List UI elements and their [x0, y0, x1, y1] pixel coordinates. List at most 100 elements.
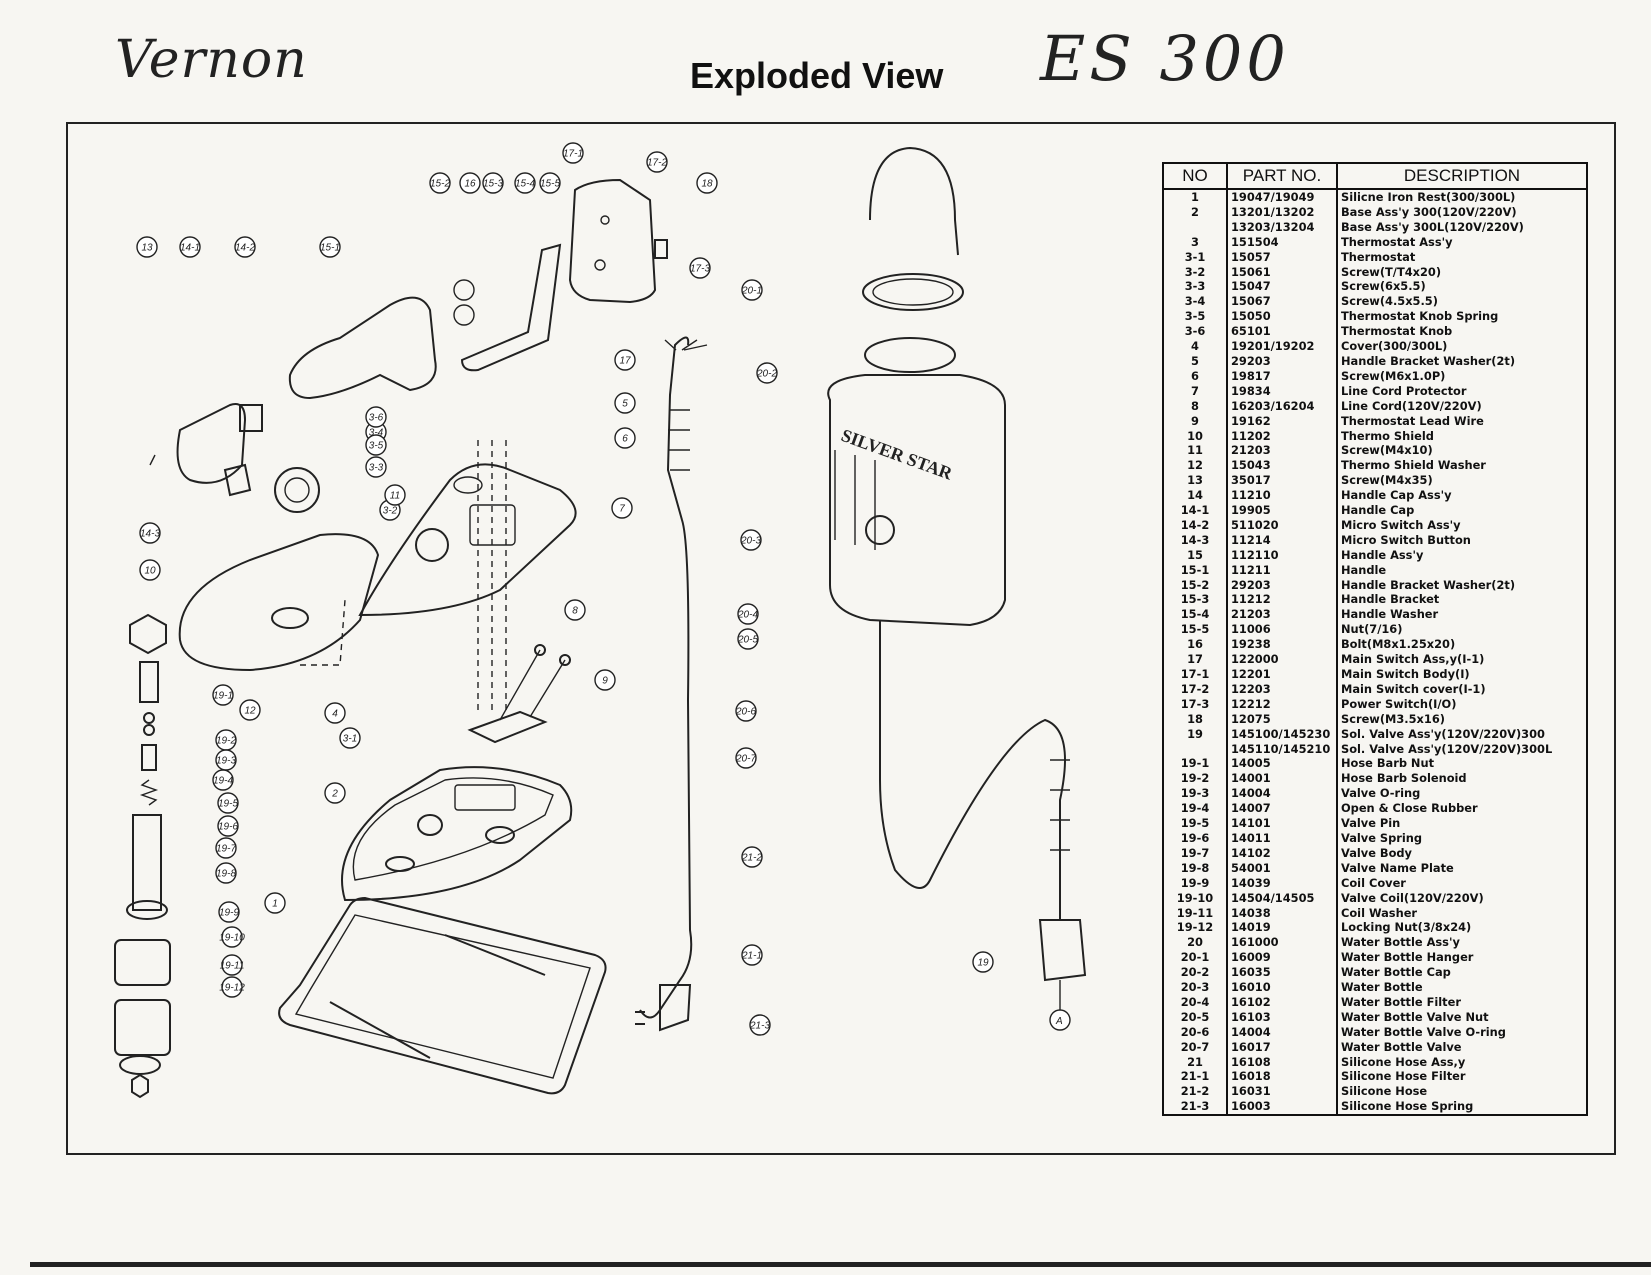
callout-circle [564, 599, 586, 621]
callout-19-4: 19-4 [212, 769, 234, 791]
callout-19-1: 19-1 [212, 684, 234, 706]
cell-part-no: 12212 [1226, 696, 1338, 712]
callout-circle [365, 406, 387, 428]
callout-19-6: 19-6 [217, 815, 239, 837]
cell-no: 15-5 [1162, 622, 1228, 638]
cell-no: 20-6 [1162, 1024, 1228, 1040]
cell-description: Nut(7/16) [1336, 622, 1588, 638]
callout-label: 12 [244, 706, 256, 717]
callout-circle [594, 669, 616, 691]
callout-19-9: 19-9 [218, 901, 240, 923]
cell-part-no: 21203 [1226, 443, 1338, 459]
cover-drawing [358, 463, 577, 617]
cell-part-no: 16203/16204 [1226, 398, 1338, 414]
silicone-hose-drawing: A [879, 620, 1087, 1031]
cell-no: 3 [1162, 234, 1228, 250]
callout-21-1: 21-1 [741, 944, 763, 966]
cell-description: Silicone Hose Ass,y [1336, 1054, 1588, 1070]
cell-part-no: 19047/19049 [1226, 189, 1338, 205]
callout-circle [614, 349, 636, 371]
callout-5: 5 [614, 392, 636, 414]
column-header-description: DESCRIPTION [1336, 162, 1588, 190]
callout-circle [221, 926, 243, 948]
callout-circle [741, 846, 763, 868]
callout-label: 13 [141, 243, 153, 254]
cell-description: Screw(T/T4x20) [1336, 264, 1588, 280]
callout-label: 11 [390, 491, 400, 502]
callout-circle [215, 862, 237, 884]
callout-circle [741, 944, 763, 966]
callout-circle [429, 172, 451, 194]
cell-description: Water Bottle Ass'y [1336, 935, 1588, 951]
cell-part-no: 11006 [1226, 622, 1338, 638]
cell-part-no: 11210 [1226, 488, 1338, 504]
cell-no: 15-4 [1162, 607, 1228, 623]
cell-part-no: 15067 [1226, 294, 1338, 310]
cell-description: Valve Spring [1336, 830, 1588, 846]
cell-part-no: 19834 [1226, 383, 1338, 399]
callout-label: 19-1 [213, 691, 233, 702]
cell-description: Thermo Shield [1336, 428, 1588, 444]
callout-19-7: 19-7 [215, 837, 237, 859]
cell-no: 19-4 [1162, 801, 1228, 817]
bottle-brand-label: SILVER STAR [839, 425, 956, 484]
callout-circle [482, 172, 504, 194]
callout-circle [756, 362, 778, 384]
thermostat-drawing [467, 440, 571, 744]
cell-no [1162, 741, 1228, 757]
callout-label: 21-3 [749, 1021, 770, 1032]
callout-circle [972, 951, 994, 973]
callout-label: 2 [331, 789, 338, 800]
callout-circle [365, 434, 387, 456]
callout-3-3: 3-3 [365, 456, 387, 478]
cell-no: 21 [1162, 1054, 1228, 1070]
cell-no: 21-3 [1162, 1099, 1228, 1117]
cell-part-no: 19201/19202 [1226, 339, 1338, 354]
callout-label: 16 [464, 179, 476, 190]
callout-11: 11 [384, 484, 406, 506]
callout-15-4: 15-4 [514, 172, 536, 194]
callout-circle [264, 892, 286, 914]
cell-part-no: 16010 [1226, 980, 1338, 995]
callout-label: 15-1 [320, 243, 340, 254]
cell-part-no: 54001 [1226, 860, 1338, 876]
cell-no: 8 [1162, 398, 1228, 414]
callout-label: 19-4 [213, 776, 233, 787]
cell-no: 20-7 [1162, 1039, 1228, 1055]
cell-description: Valve Coil(120V/220V) [1336, 890, 1588, 906]
cell-part-no: 19238 [1226, 637, 1338, 653]
cell-part-no: 12201 [1226, 667, 1338, 682]
callout-20-1: 20-1 [741, 279, 763, 301]
callout-20-2: 20-2 [756, 362, 778, 384]
callout-14-1: 14-1 [179, 236, 201, 258]
cell-part-no: 14004 [1226, 786, 1338, 802]
callout-circle [735, 747, 757, 769]
handwritten-model-note: ES 300 [1040, 22, 1290, 95]
callout-circle [324, 702, 346, 724]
callout-16: 16 [459, 172, 481, 194]
cell-no: 3-4 [1162, 294, 1228, 310]
cell-no: 20-3 [1162, 980, 1228, 995]
cell-description: Valve O-ring [1336, 786, 1588, 802]
callout-19-10: 19-10 [219, 926, 245, 948]
callout-3-6: 3-6 [365, 406, 387, 428]
